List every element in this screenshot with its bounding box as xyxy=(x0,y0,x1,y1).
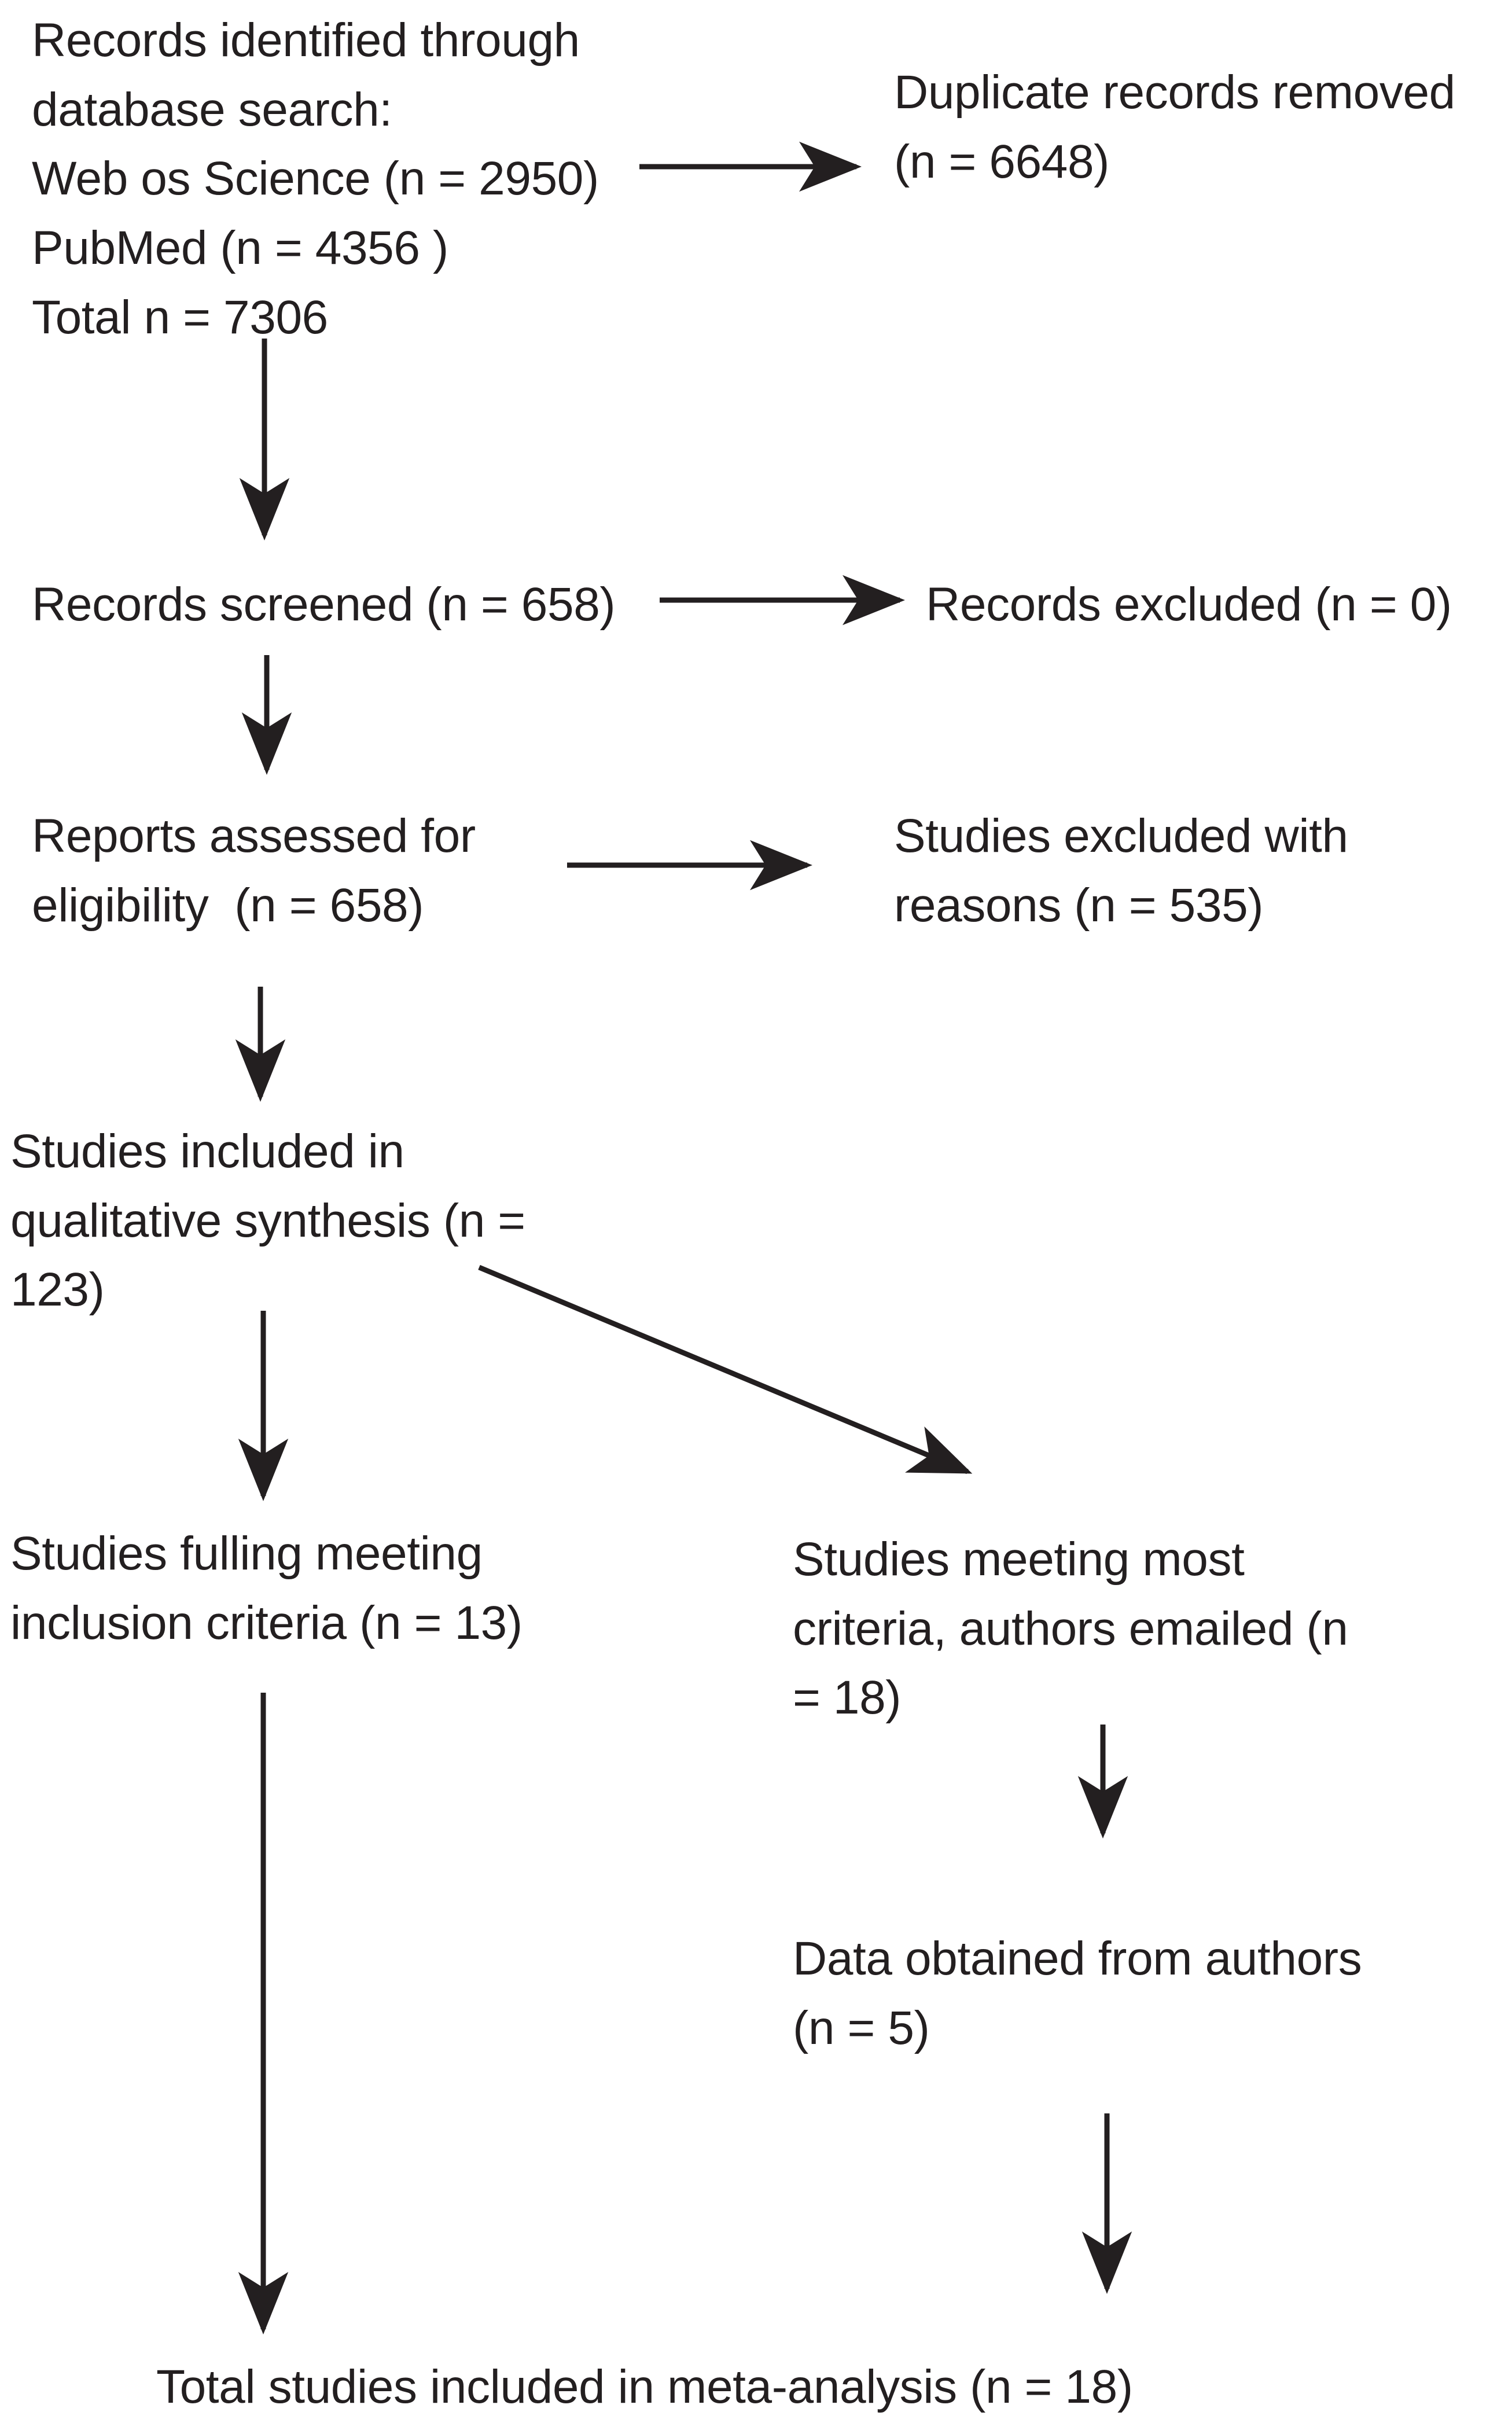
studies-included-qualitative-synthesis-node: Studies included in qualitative synthesi… xyxy=(10,1125,525,1317)
records-identified-node: Records identified through database sear… xyxy=(32,14,599,344)
records-screened-node: Records screened (n = 658) xyxy=(32,578,616,631)
studies-meeting-most-criteria-node: Studies meeting most criteria, authors e… xyxy=(793,1533,1348,1725)
reports-assessed-for-eligibility-node: Reports assessed for eligibility (n = 65… xyxy=(32,810,476,932)
records-excluded-node: Records excluded (n = 0) xyxy=(926,578,1452,631)
duplicate-records-removed-node: Duplicate records removed (n = 6648) xyxy=(894,66,1455,188)
studies-fulling-meeting-inclusion-criteria-node: Studies fulling meeting inclusion criter… xyxy=(10,1527,523,1649)
total-studies-included-meta-analysis-node: Total studies included in meta-analysis … xyxy=(156,2361,1133,2413)
studies-excluded-with-reasons-node: Studies excluded with reasons (n = 535) xyxy=(894,810,1348,932)
data-obtained-from-authors-node: Data obtained from authors (n = 5) xyxy=(793,1932,1362,2054)
